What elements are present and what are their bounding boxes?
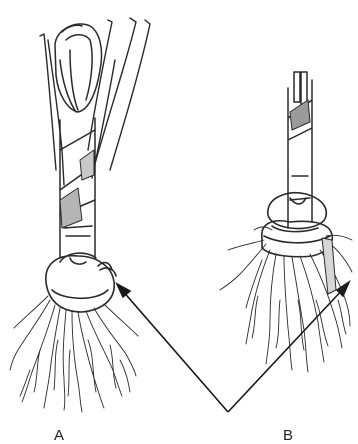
arrow-to-plant-a-corm	[121, 289, 228, 412]
plant-a-flower-bud	[55, 24, 102, 112]
label-b: B	[283, 427, 293, 444]
plant-a-corm	[46, 253, 116, 312]
plant-a	[10, 18, 150, 412]
arrowhead-a	[117, 284, 130, 297]
label-a: A	[54, 427, 64, 444]
pointer-arrows	[117, 282, 349, 412]
plant-b-corm	[262, 193, 332, 257]
plant-a-roots	[10, 296, 138, 412]
plant-b	[220, 72, 352, 372]
